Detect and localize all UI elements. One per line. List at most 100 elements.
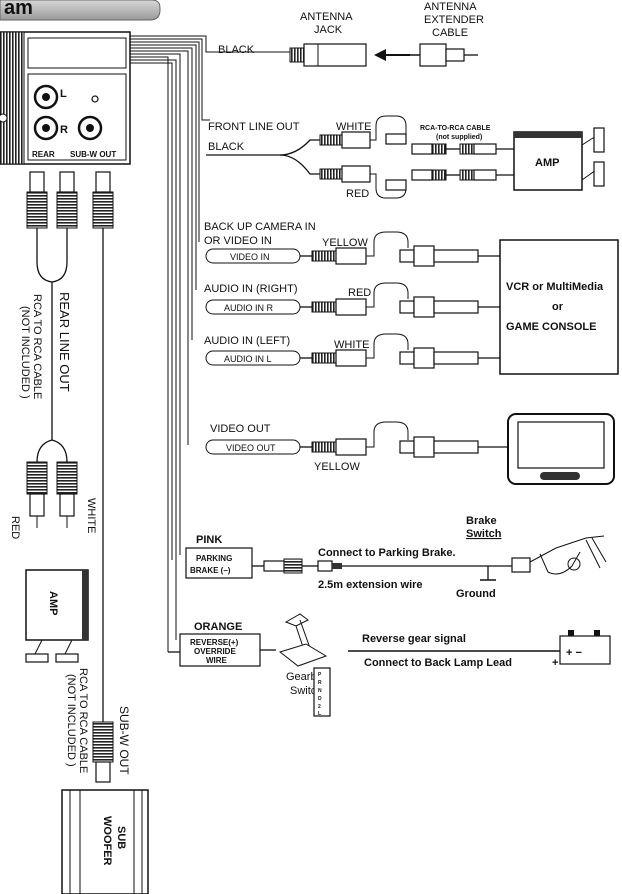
video-out-color: YELLOW — [314, 461, 360, 473]
audio-right-pill: AUDIO IN R — [224, 303, 274, 313]
antenna-jack-label-1: ANTENNA — [300, 11, 353, 23]
svg-text:P: P — [318, 672, 322, 678]
antenna-ext-label-3: CABLE — [432, 27, 468, 39]
video-in-section: BACK UP CAMERA IN OR VIDEO IN YELLOW VID… — [204, 221, 500, 267]
svg-text:2: 2 — [318, 704, 321, 710]
svg-text:N: N — [318, 688, 322, 694]
rca-plug-red-rear-icon — [26, 461, 48, 528]
rear-red-label: RED — [9, 516, 21, 539]
svg-text:D: D — [318, 696, 322, 702]
parking-extension: 2.5m extension wire — [318, 579, 423, 591]
parking-connect: Connect to Parking Brake. — [318, 547, 456, 559]
antenna-ext-label-2: EXTENDER — [424, 14, 484, 26]
subwoofer-label-2: WOOFER — [101, 816, 113, 866]
monitor-icon — [507, 413, 615, 485]
rca-cable-note-1: RCA-TO-RCA CABLE — [420, 125, 491, 132]
rear-line-out-label: REAR LINE OUT — [57, 292, 72, 392]
rca-jack-subw-icon — [77, 115, 103, 141]
rca-plug-rear-left-icon — [26, 171, 48, 262]
video-out-pill: VIDEO OUT — [226, 443, 276, 453]
reverse-box-3: WIRE — [206, 656, 228, 665]
indicator-icon — [91, 95, 99, 103]
rear-amp-label: AMP — [47, 591, 59, 615]
antenna-section: BLACK ANTENNA JACK ANTENNA EXTENDER CABL… — [218, 1, 484, 67]
ground-icon — [480, 566, 496, 581]
brake-pedal-icon — [511, 535, 607, 575]
video-in-pill: VIDEO IN — [230, 252, 270, 262]
vcr-multimedia-box: VCR or MultiMedia or GAME CONSOLE — [499, 239, 619, 375]
reverse-plus: + — [552, 657, 558, 669]
rca-jack-right-icon — [33, 115, 59, 141]
front-line-out-label: FRONT LINE OUT — [208, 121, 300, 133]
svg-text:L: L — [318, 711, 321, 717]
vcr-line-2: or — [552, 301, 564, 313]
butt-connector-icon — [317, 560, 342, 572]
subw-cable-1: RCA TO RCA CABLE — [77, 668, 89, 773]
parking-ground: Ground — [456, 588, 496, 600]
vcr-line-1: VCR or MultiMedia — [506, 281, 604, 293]
video-in-color: YELLOW — [322, 237, 368, 249]
parking-brake-section: PINK PARKING BRAKE (–) Connect to Parkin… — [185, 515, 607, 600]
video-out-label: VIDEO OUT — [210, 423, 271, 435]
rca-plug-subw-bottom-icon — [92, 721, 114, 783]
reverse-box-1: REVERSE(+) — [190, 638, 239, 647]
front-white-label: WHITE — [336, 121, 371, 133]
jack-label-r: R — [60, 124, 68, 136]
subwoofer-section: SUB-W OUT RCA TO RCA CABLE (NOT INCLUDED… — [61, 171, 149, 894]
subwoofer-label-1: SUB — [115, 826, 127, 849]
rear-cable-2: (NOT INCLUDED ) — [19, 306, 31, 399]
brake-switch-2: Switch — [466, 528, 502, 540]
vcr-line-3: GAME CONSOLE — [506, 321, 596, 333]
rear-line-out-section: REAR LINE OUT RCA TO RCA CABLE (NOT INCL… — [9, 171, 97, 663]
antenna-jack-label-2: JACK — [314, 24, 343, 36]
audio-left-pill: AUDIO IN L — [224, 354, 272, 364]
rear-amp-icon: AMP — [25, 569, 89, 663]
antenna-extender-cable-icon — [404, 43, 478, 67]
brake-switch-1: Brake — [466, 515, 497, 527]
audio-left-color: WHITE — [334, 339, 369, 351]
header-title: am — [4, 0, 33, 19]
gear-shifter-icon — [278, 613, 328, 667]
rca-plug-white-rear-icon — [56, 461, 78, 528]
rca-cable-front-icon — [411, 143, 514, 181]
front-black-label: BLACK — [208, 141, 245, 153]
reverse-connect: Connect to Back Lamp Lead — [364, 657, 512, 669]
svg-text:R: R — [318, 680, 322, 686]
jack-label-l: L — [60, 88, 67, 100]
video-in-label-1: BACK UP CAMERA IN — [204, 221, 316, 233]
section-header-tab: am — [0, 0, 161, 21]
subw-label: SUB-W OUT — [70, 150, 116, 159]
reverse-section: ORANGE REVERSE(+) OVERRIDE WIRE Gearbox … — [168, 613, 611, 717]
parking-box-2: BRAKE (–) — [190, 566, 231, 575]
rca-plug-subw-icon — [92, 171, 114, 229]
wire-harness-bundle — [130, 35, 290, 652]
battery-terminals: + − — [566, 647, 582, 659]
subw-cable-2: (NOT INCLUDED ) — [65, 674, 77, 767]
audio-right-color: RED — [348, 287, 371, 299]
video-in-label-2: OR VIDEO IN — [204, 235, 272, 247]
inline-connector-icon — [263, 558, 303, 574]
rca-plug-white-icon — [319, 115, 407, 149]
reverse-color: ORANGE — [194, 621, 242, 633]
reverse-box-2: OVERRIDE — [194, 647, 236, 656]
antenna-wire-label: BLACK — [218, 44, 255, 56]
rca-plug-rear-right-icon — [56, 171, 78, 262]
rca-cable-note-2: (not supplied) — [436, 134, 482, 141]
subw-out-label: SUB-W OUT — [117, 706, 131, 775]
subwoofer-box-icon: SUB WOOFER — [61, 789, 149, 894]
audio-in-right-section: AUDIO IN (RIGHT) RED AUDIO IN R — [204, 282, 500, 318]
parking-color: PINK — [196, 534, 222, 546]
front-red-label: RED — [346, 188, 369, 200]
front-amp-icon: AMP — [513, 127, 605, 191]
head-unit-rear-panel: L R REAR SUB-W OUT — [0, 31, 131, 165]
rear-cable-1: RCA TO RCA CABLE — [31, 294, 43, 399]
battery-icon: + − — [559, 630, 611, 665]
front-line-out-section: FRONT LINE OUT BLACK WHITE RED RCA-TO-RC… — [206, 115, 605, 200]
rca-plug-red-icon — [319, 165, 407, 199]
rear-label: REAR — [32, 150, 55, 159]
audio-in-left-section: AUDIO IN (LEFT) WHITE AUDIO IN L — [204, 333, 500, 369]
front-amp-label: AMP — [535, 157, 559, 169]
gear-indicator-icon — [313, 667, 331, 717]
video-out-section: VIDEO OUT VIDEO OUT YELLOW — [205, 413, 615, 485]
